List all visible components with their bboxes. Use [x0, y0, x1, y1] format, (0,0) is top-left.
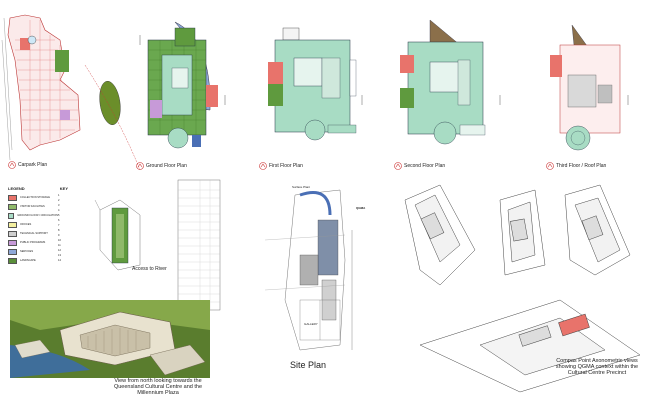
key-item: 8 — [58, 229, 60, 232]
site-plan — [264, 189, 353, 351]
key-item: 7 — [58, 224, 60, 227]
axonometric-caption: Compas Point Axonometric views showing Q… — [555, 358, 639, 376]
legend: LEGEND KEY COLLECTION STORAGE VISITOR FA… — [8, 186, 88, 265]
legend-item: PUBLIC PROGRAMS — [8, 238, 58, 247]
key-item: 11 — [58, 244, 61, 247]
legend-item: TECHNICAL SUPPORT — [8, 229, 58, 238]
key-item: 4 — [58, 209, 60, 212]
legend-key-title: KEY — [59, 186, 68, 191]
gallery-label: GALLERY — [304, 322, 318, 326]
legend-item: LANDSCAPE — [8, 256, 58, 265]
third-floor-plan-label: Third Floor / Roof Plan — [556, 163, 607, 169]
third-floor-plan — [546, 24, 629, 170]
legend-item: SERVICES — [8, 247, 58, 256]
carpark-plan-label: Carpark Plan — [18, 162, 48, 168]
surface-plant-label: Surface Plant — [292, 185, 311, 189]
site-plan-title: Site Plan — [290, 360, 327, 370]
ground-floor-plan — [136, 21, 226, 170]
access-to-river-plan — [94, 199, 141, 271]
legend-item: COLLECTION STORAGE — [8, 193, 58, 202]
key-item: 6 — [58, 219, 60, 222]
carpark-plan — [1, 14, 81, 169]
access-to-river-label: Access to River — [132, 266, 167, 272]
key-item: 3 — [58, 204, 60, 207]
key-item: 10 — [58, 239, 61, 242]
key-item: 13 — [58, 254, 61, 257]
key-item: 9 — [58, 234, 60, 237]
legend-item: OFFICES — [8, 220, 58, 229]
ground-floor-plan-label: Ground Floor Plan — [146, 163, 187, 169]
key-item: 14 — [58, 259, 61, 262]
legend-item: VISITOR FACILITIES — [8, 202, 58, 211]
first-floor-plan — [259, 27, 363, 170]
key-item: 12 — [58, 249, 61, 252]
river-ellipse — [99, 80, 121, 126]
aerial-view-image — [10, 300, 210, 378]
aerial-view-caption: View from north looking towards the Quee… — [113, 378, 203, 396]
qgma-label: QGMA — [356, 206, 366, 210]
legend-item: GROUND FLOOR / CIRCULATION — [8, 211, 58, 220]
legend-title: LEGEND — [8, 186, 25, 191]
schedule-table — [177, 179, 221, 311]
axonometric-views — [404, 184, 641, 393]
second-floor-plan — [394, 19, 501, 170]
first-floor-plan-label: First Floor Plan — [269, 163, 303, 169]
key-item: 1 — [58, 194, 60, 197]
second-floor-plan-label: Second Floor Plan — [404, 163, 446, 169]
key-item: 2 — [58, 199, 60, 202]
key-item: 5 — [58, 214, 60, 217]
